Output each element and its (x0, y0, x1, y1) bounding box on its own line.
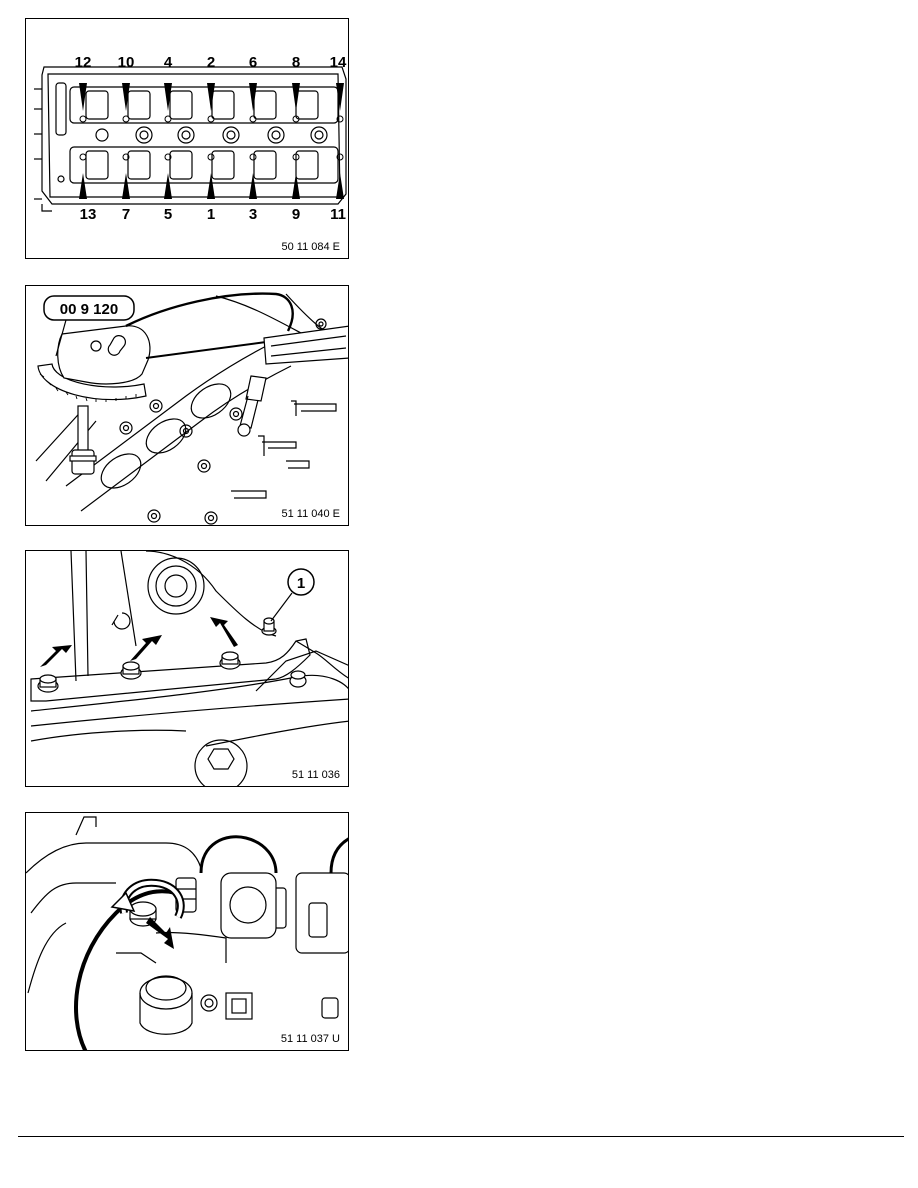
torque-angle-illustration: 00 9 120 (35, 292, 348, 525)
cylinder-head-illustration: 12 10 4 2 6 8 14 13 7 5 1 3 9 11 (34, 54, 347, 223)
top-bolt-number: 10 (118, 54, 135, 71)
callout-number: 1 (297, 575, 305, 592)
bottom-bolt-number: 1 (207, 206, 215, 223)
figure-cover-bolts: 1 51 11 036 (25, 550, 349, 787)
top-bolt-number: 2 (207, 54, 215, 71)
bottom-bolt-number: 5 (164, 206, 172, 223)
figure-torque-angle: 00 9 120 51 11 040 E (25, 285, 349, 526)
top-bolt-number: 6 (249, 54, 257, 71)
top-bolt-number: 8 (292, 54, 300, 71)
bottom-bolt-number: 11 (330, 206, 346, 223)
figure-plug-bolt: 51 11 037 U (25, 812, 349, 1051)
bottom-bolt-number: 3 (249, 206, 257, 223)
figure-code: 51 11 037 U (279, 1033, 341, 1045)
top-bolt-number: 4 (164, 54, 173, 71)
figure-code: 51 11 036 (290, 769, 341, 781)
bottom-bolt-number: 7 (122, 206, 130, 223)
tool-number-label: 00 9 120 (60, 301, 118, 318)
plug-bolt-illustration (26, 816, 348, 1050)
bottom-bolt-number: 9 (292, 206, 300, 223)
figure-bolt-sequence: 12 10 4 2 6 8 14 13 7 5 1 3 9 11 50 11 0… (25, 18, 349, 259)
top-bolt-number: 12 (75, 54, 92, 71)
cover-bolts-illustration: 1 (30, 551, 348, 786)
figure-code: 51 11 040 E (280, 508, 341, 520)
figure-code: 50 11 084 E (280, 241, 341, 253)
bottom-bolt-number: 13 (80, 206, 97, 223)
top-bolt-number: 14 (330, 54, 347, 71)
footer-divider (18, 1136, 904, 1137)
